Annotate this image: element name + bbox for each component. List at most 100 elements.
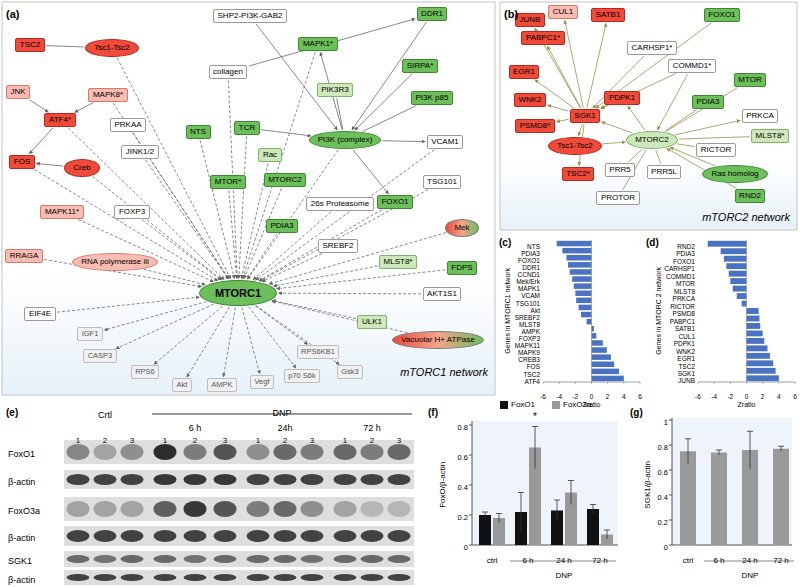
node-label: PDIA3 [270, 222, 293, 231]
connector [256, 24, 337, 130]
node-label: PRR5 [609, 166, 630, 175]
tick [623, 382, 624, 384]
gene-node: VCAM1 [427, 135, 464, 149]
gene-node: AKT1S1 [423, 287, 462, 301]
tick [669, 445, 672, 446]
tick-label-text: -6 [695, 393, 701, 400]
connector [677, 144, 695, 147]
gene-label-text: PABPC1 [670, 318, 695, 325]
bar [729, 271, 747, 277]
complex-node: MTORC1 [199, 280, 277, 306]
bar [747, 330, 763, 336]
connector [255, 150, 434, 280]
blot-band [247, 444, 270, 460]
gene-node: EGR1 [509, 65, 540, 79]
gene-label-text: FOS [527, 363, 540, 370]
connector [144, 269, 206, 285]
node-label: Rac [263, 151, 277, 160]
panel-letter: (e) [6, 402, 18, 420]
bar [576, 298, 591, 304]
node-label: PRKAA [114, 121, 141, 130]
panel-letter: (g) [630, 402, 643, 420]
gene-node: COMMD1* [668, 59, 716, 73]
gene-node: RPS6KB1 [297, 345, 340, 358]
error-cap [496, 513, 502, 514]
category-label-text: 6 h [713, 556, 724, 565]
lane-number-text: 1 [163, 436, 167, 445]
gene-node: PI3K p85 [411, 91, 453, 105]
gene-label-text: MAPK9 [518, 349, 540, 356]
tick [795, 382, 796, 384]
tick-label: 0.6 [658, 461, 668, 479]
gene-node: TSC2 [15, 38, 44, 52]
blot-strip [64, 497, 414, 521]
axis-title-text: Genes in MTORC1 network [504, 268, 511, 354]
tick-label: -2 [572, 385, 578, 403]
tick-label: 0.8 [658, 436, 668, 454]
complex-node: Creb [64, 159, 99, 177]
tick-label-text: -4 [556, 393, 562, 400]
blot-band [274, 555, 297, 563]
bar [574, 283, 592, 289]
error-bar [557, 500, 558, 521]
blot-band [67, 474, 90, 485]
blot-band [184, 574, 207, 581]
connector [247, 234, 276, 279]
bar [557, 241, 592, 247]
gene-label: NTS [527, 235, 540, 253]
plot-ground [672, 418, 792, 545]
node-label: Tsc1-Tsc2 [94, 44, 130, 53]
node-label: MAPK1* [303, 40, 333, 49]
blot-band [388, 530, 411, 542]
node-label: COMMD1* [673, 62, 712, 71]
error-bar [688, 439, 689, 464]
gene-node: JNK [6, 85, 30, 99]
blot-band [301, 444, 324, 460]
bar [747, 308, 759, 314]
lane-number-text: 3 [310, 436, 314, 445]
node-label: JINK1/2 [126, 148, 154, 157]
node-label: SREBF2 [322, 242, 353, 251]
tick [669, 420, 672, 421]
tick-label-text: 4 [622, 393, 626, 400]
lane-number-text: 1 [343, 436, 347, 445]
gene-label-text: RICTOR [670, 303, 695, 310]
lane-number: 1 [256, 429, 260, 447]
bar [747, 338, 765, 344]
category-label: 72 h [773, 549, 789, 567]
node-label: RND2 [739, 192, 761, 201]
tick [591, 382, 592, 384]
lane-number: 3 [130, 429, 134, 447]
node-label: Ras homolog [711, 170, 758, 179]
tick-label-text: 0.2 [458, 513, 468, 522]
blot-strip [64, 570, 414, 585]
blot-band [67, 574, 90, 581]
error-bar [750, 431, 751, 469]
gene-node: MTORC2 [264, 173, 307, 187]
bar [479, 515, 491, 545]
gene-node: 26s Proteasome [306, 197, 373, 211]
category-label-text: 72 h [592, 556, 608, 565]
gene-node: PROTOR [596, 191, 639, 205]
tick-label: 4 [622, 385, 626, 403]
blot-band [301, 574, 324, 581]
node-label: collagen [213, 68, 243, 77]
blot-band [334, 444, 357, 460]
connector [269, 233, 446, 284]
network-title: mTORC2 network [702, 207, 790, 225]
bar [747, 316, 760, 322]
gene-label-text: TSG101 [516, 300, 540, 307]
blot-band [334, 574, 357, 581]
gene-node: PRR5L [647, 165, 682, 179]
blot-band [184, 555, 207, 563]
axis-title-text: Zratio [738, 401, 756, 408]
blot-band [214, 530, 237, 542]
connector [117, 58, 231, 279]
gene-label-text: WNK2 [676, 348, 695, 355]
node-label: p70 S6k [288, 372, 316, 380]
connector [78, 220, 213, 282]
gene-node: SIRPA* [402, 59, 438, 73]
tick-label: 0.8 [458, 416, 468, 434]
complex-node: MTORC2 [626, 131, 678, 149]
